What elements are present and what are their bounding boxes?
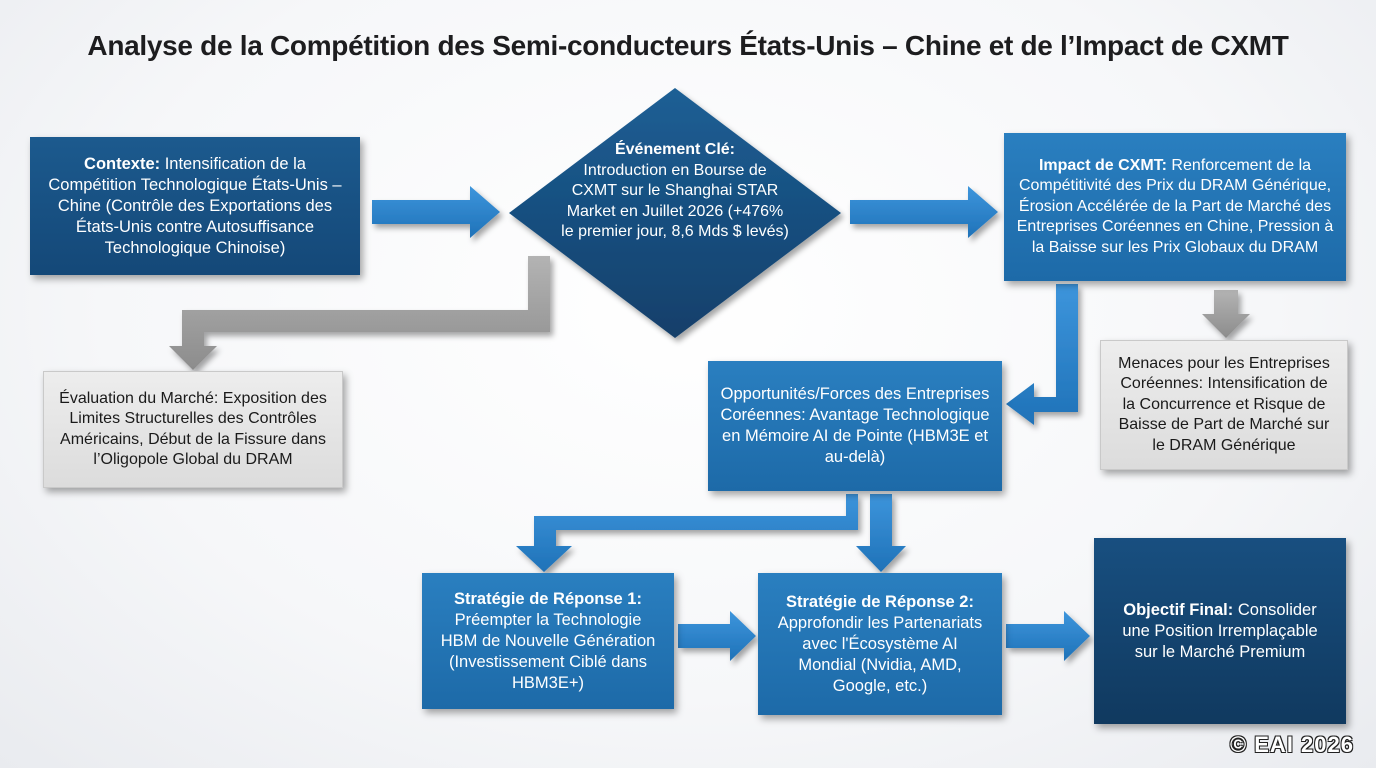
arrow-impact-to-opportunities	[1006, 284, 1078, 425]
arrow-impact-to-threats	[1202, 290, 1250, 338]
final-goal-heading: Objectif Final:	[1123, 600, 1234, 619]
threats-box: Menaces pour les Entreprises Coréennes: …	[1100, 340, 1348, 470]
key-event-text: Événement Clé: Introduction en Bourse de…	[560, 140, 790, 243]
opportunities-box: Opportunités/Forces des Entreprises Coré…	[708, 361, 1002, 491]
strategy2-box: Stratégie de Réponse 2: Approfondir les …	[758, 573, 1002, 715]
arrow-opportunities-to-strategy2	[856, 494, 906, 572]
copyright-mark: © EAI 2026	[1229, 732, 1354, 757]
strategy2-text: Approfondir les Partenariats avec l'Écos…	[777, 613, 983, 695]
final-goal-box: Objectif Final: Consolider une Position …	[1094, 538, 1346, 724]
market-evaluation-box: Évaluation du Marché: Exposition des Lim…	[43, 371, 343, 488]
arrow-context-to-event	[372, 186, 500, 238]
arrow-event-to-impact	[850, 186, 998, 238]
page-title: Analyse de la Compétition des Semi-condu…	[87, 30, 1289, 61]
context-heading: Contexte:	[84, 154, 161, 173]
market-evaluation-text: Évaluation du Marché: Exposition des Lim…	[59, 389, 327, 469]
opportunities-text: Opportunités/Forces des Entreprises Coré…	[720, 385, 990, 466]
final-goal-text: Consolider une Position Irremplaçable su…	[1122, 600, 1318, 661]
threats-text: Menaces pour les Entreprises Coréennes: …	[1118, 354, 1330, 454]
arrow-strategy1-to-strategy2	[678, 611, 756, 661]
cxmt-impact-heading: Impact de CXMT:	[1038, 156, 1167, 174]
context-box: Contexte: Intensification de la Compétit…	[30, 137, 360, 275]
context-text: Intensification de la Compétition Techno…	[48, 154, 342, 257]
arrow-event-to-market-eval	[169, 256, 550, 370]
strategy1-text: Préempter la Technologie HBM de Nouvelle…	[440, 610, 656, 692]
arrow-strategy2-to-final	[1006, 611, 1090, 661]
key-event-heading: Événement Clé:	[614, 141, 736, 158]
arrow-opportunities-to-strategy1	[516, 494, 858, 572]
key-event-diamond	[509, 88, 841, 338]
key-event-body: Introduction en Bourse de CXMT sur le Sh…	[561, 161, 789, 241]
strategy2-heading: Stratégie de Réponse 2:	[786, 592, 974, 611]
cxmt-impact-box: Impact de CXMT: Renforcement de la Compé…	[1004, 133, 1346, 281]
strategy1-box: Stratégie de Réponse 1: Préempter la Tec…	[422, 573, 674, 709]
strategy1-heading: Stratégie de Réponse 1:	[454, 589, 642, 608]
cxmt-impact-text: Renforcement de la Compétitivité des Pri…	[1016, 156, 1334, 256]
